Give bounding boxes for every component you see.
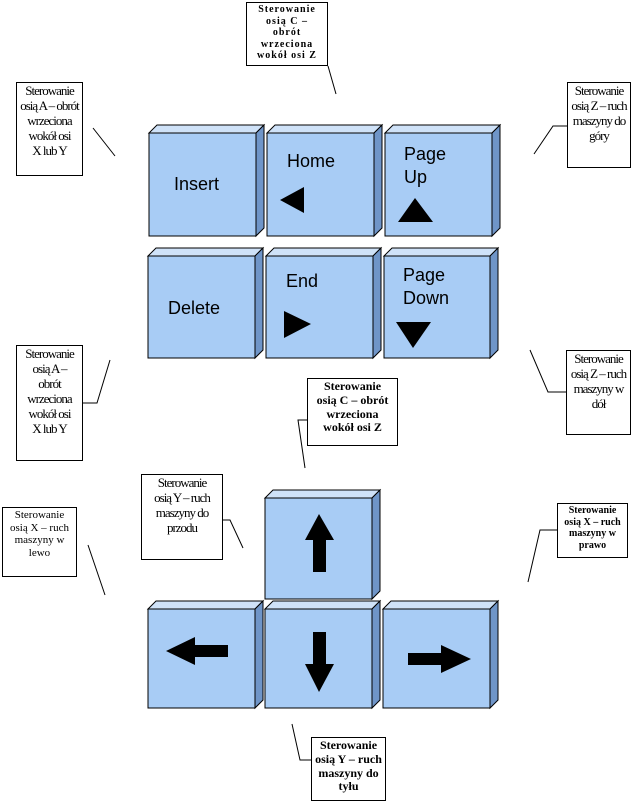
leader-c-top [327,65,337,95]
callout-z-axis-up: Sterowanie osią Z – ruch maszyny do góry [567,82,631,168]
key-arrow-left[interactable] [146,599,265,710]
callout-y-axis-forward: Sterowanie osią Y – ruch maszyny do przo… [141,474,223,560]
key-page-down-label-1: Page [403,265,445,285]
leader-x-right [527,529,557,583]
key-end[interactable]: End [264,246,383,360]
key-insert-label: Insert [174,174,219,194]
leader-y-back [291,723,311,761]
arrow-left-icon [166,637,228,665]
key-delete[interactable]: Delete [146,246,265,360]
key-page-up-label-2: Up [404,167,427,187]
leader-x-left [87,544,106,596]
key-insert[interactable]: Insert [147,123,266,238]
callout-a-axis-upper: Sterowanie osią A – obrót wrzeciona wokó… [16,82,83,176]
key-home[interactable]: Home [265,123,384,238]
arrow-up-icon [305,514,334,572]
callout-c-axis-mid: Sterowanie osią C – obrót wrzeciona wokó… [307,378,398,446]
key-page-down-label-2: Down [403,288,449,308]
leader-z-up [533,125,567,155]
key-arrow-up[interactable] [263,488,382,601]
arrow-left-icon [280,187,304,213]
key-end-label: End [286,271,318,291]
callout-a-axis-lower: Sterowanie osią A – obrót wrzeciona wokó… [16,345,83,461]
leader-z-down [529,349,566,393]
leader-y-forward [223,519,244,549]
leader-c-mid [297,419,307,469]
arrow-right-icon [408,645,471,673]
arrow-down-icon [305,632,334,692]
key-delete-label: Delete [168,298,220,318]
key-arrow-right[interactable] [381,599,500,710]
key-page-down[interactable]: Page Down [382,246,500,360]
callout-y-axis-back: Sterowanie osią Y – ruch maszyny do tyłu [311,737,386,801]
leader-lines [83,65,567,761]
callout-x-axis-left: Sterowanie osią X – ruch maszyny w lewo [2,507,77,577]
arrow-right-icon [284,311,311,338]
arrow-up-icon [398,198,433,222]
key-page-up-label-1: Page [404,144,446,164]
key-page-up[interactable]: Page Up [383,123,502,238]
arrow-down-icon [396,322,431,348]
leader-a-upper [92,127,116,157]
key-arrow-down[interactable] [263,599,382,710]
leader-a-lower [83,359,111,404]
callout-x-axis-right: Sterowanie osią X – ruch maszyny w prawo [557,503,628,558]
key-home-label: Home [287,151,335,171]
callout-z-axis-down: Sterowanie osią Z – ruch maszyny w dół [566,350,631,435]
callout-c-axis-top: Sterowanie osią C – obrót wrzeciona wokó… [246,2,328,66]
